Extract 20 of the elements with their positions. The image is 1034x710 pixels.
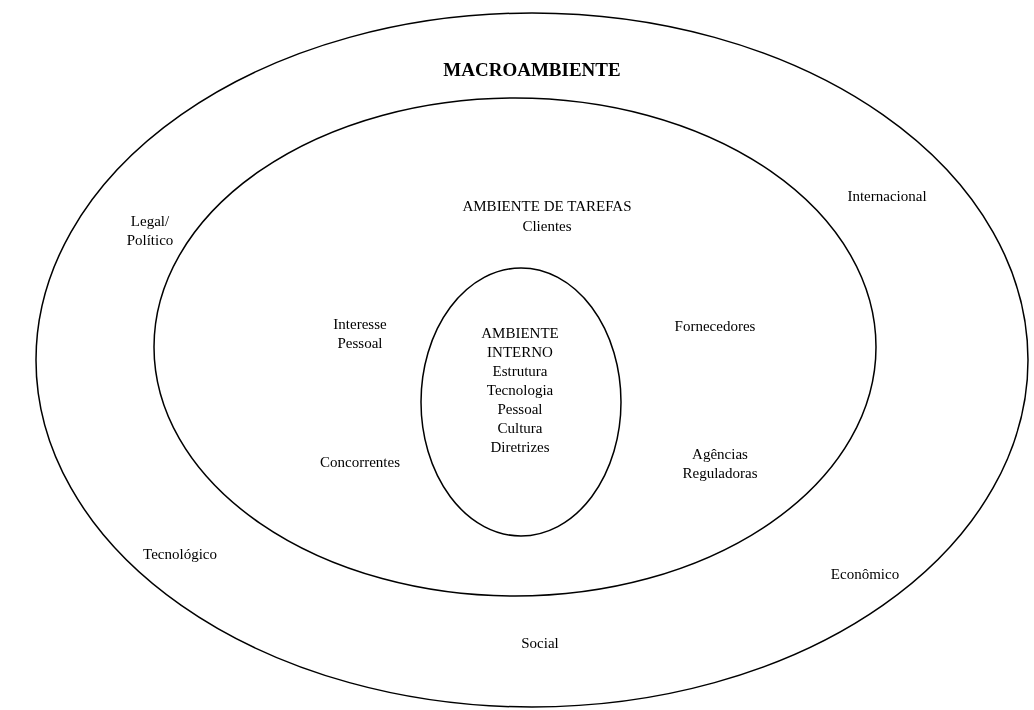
- text-label: Interesse Pessoal: [332, 315, 388, 353]
- text-label: Fornecedores: [674, 317, 756, 336]
- title-text: MACROAMBIENTE: [443, 60, 621, 79]
- text-label: Concorrentes: [320, 453, 400, 472]
- text-label: Legal/ Político: [125, 212, 175, 250]
- text-label: Tecnológico: [143, 545, 217, 564]
- text-label: Tecnologia: [486, 381, 554, 400]
- text-label: Clientes: [522, 217, 572, 236]
- text-label: Estrutura: [492, 362, 548, 381]
- text-label: Econômico: [830, 565, 900, 584]
- text-label: Internacional: [847, 187, 927, 206]
- text-label: Agências Reguladoras: [681, 445, 759, 483]
- text-label: Cultura: [497, 419, 543, 438]
- text-label: AMBIENTE DE TAREFAS: [462, 197, 632, 216]
- text-label: Social: [521, 634, 559, 653]
- environment-ellipse: [35, 12, 1029, 708]
- text-label: AMBIENTE INTERNO: [480, 324, 560, 362]
- text-label: Pessoal: [497, 400, 543, 419]
- text-label: Diretrizes: [490, 438, 550, 457]
- environment-ellipse: [420, 267, 622, 537]
